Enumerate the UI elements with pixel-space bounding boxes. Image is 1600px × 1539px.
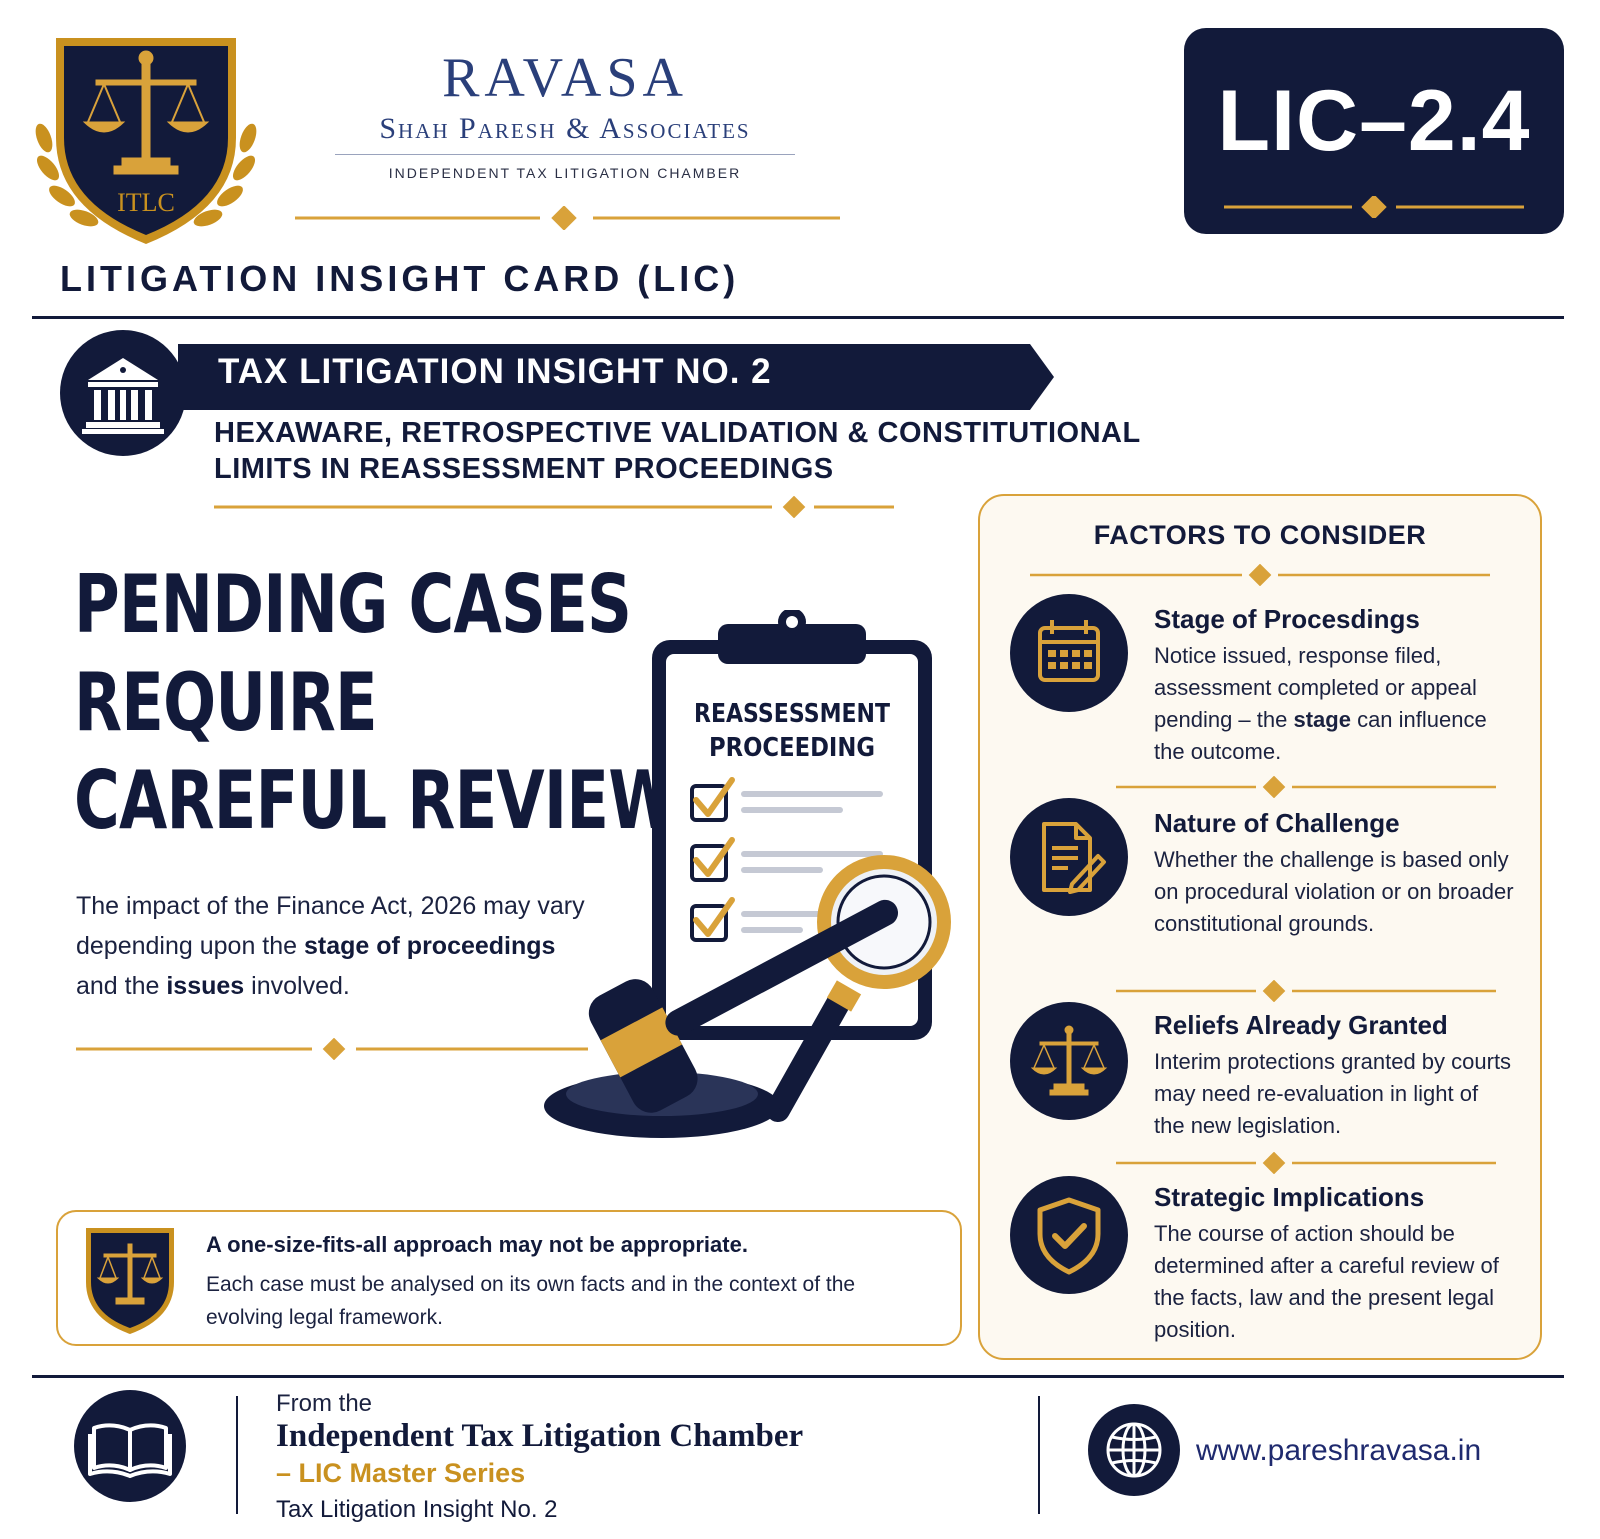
header-rule [32,316,1564,319]
impact-bold-issues: issues [166,972,245,1000]
headline: PENDING CASES REQUIRE CAREFUL REVIEW [74,556,677,850]
gold-diamond-divider [1224,196,1524,218]
brand-block: RAVASA Shah Paresh & Associates INDEPEND… [290,48,840,181]
shield-check-icon [1010,1176,1128,1294]
insight-subtitle: HEXAWARE, RETROSPECTIVE VALIDATION & CON… [214,415,1194,487]
factor-1-desc-bold: stage [1293,707,1351,732]
brand-name: RAVASA [442,47,688,109]
impact-paragraph: The impact of the Finance Act, 2026 may … [76,886,596,1006]
factor-1-desc-end: can influence the outcome. [1154,707,1487,764]
insight-subtitle-line-2: LIMITS IN REASSESSMENT PROCEEDINGS [214,453,834,485]
card-code-badge: LIC–2.4 [1184,28,1564,234]
approach-note: A one-size-fits-all approach may not be … [56,1210,962,1346]
impact-text-2: and the [76,972,167,1000]
document-pen-icon [1010,798,1128,916]
footer-chamber-name: Independent Tax Litigation Chamber [276,1418,804,1454]
factor-3-title: Reliefs Already Granted [1154,1010,1448,1040]
factor-1-desc-text: Notice issued, response filed, assessmen… [1154,643,1477,732]
reassessment-illustration: REASSESSMENT PROCEEDING [540,608,960,1170]
impact-bold-stage: stage of proceedings [304,932,556,960]
impact-text-1: The impact of the Finance Act, 2026 may … [76,892,585,960]
website-link[interactable]: www.pareshravasa.in [1196,1434,1482,1467]
courthouse-icon [60,330,186,456]
brand-firm: Shah Paresh & Associates [379,112,751,145]
crest-text: ITLC [117,188,175,217]
factors-panel: FACTORS TO CONSIDER Stage of Procesdings… [978,494,1542,1360]
clipboard-title-line-2: PROCEEDING [709,733,875,763]
gold-diamond-divider [295,206,840,230]
footer-insight-number: Tax Litigation Insight No. 2 [276,1496,558,1523]
gold-diamond-divider [76,1038,588,1060]
brand-rule [335,154,795,155]
factor-1-title: Stage of Procesdings [1154,604,1420,634]
footer-separator [1038,1396,1040,1514]
headline-line-1: PENDING CASES [74,558,632,651]
factor-4-title: Strategic Implications [1154,1182,1425,1212]
calendar-icon [1010,594,1128,712]
headline-line-3: CAREFUL REVIEW [74,754,677,847]
factor-3-desc: Interim protections granted by courts ma… [1154,1049,1512,1138]
clipboard-title-line-1: REASSESSMENT [694,699,890,729]
gold-diamond-divider [1116,776,1496,798]
insight-banner-text: TAX LITIGATION INSIGHT NO. 2 [218,352,772,391]
card-title: LITIGATION INSIGHT CARD (LIC) [60,258,740,299]
factors-title: FACTORS TO CONSIDER [1093,520,1427,550]
footer-from: From the [276,1390,373,1417]
factor-2-desc: Whether the challenge is based only on p… [1154,847,1514,936]
book-icon [74,1390,186,1502]
scales-shield-icon [80,1222,180,1338]
brand-chamber: INDEPENDENT TAX LITIGATION CHAMBER [388,165,742,181]
factor-4-desc: The course of action should be determine… [1154,1221,1499,1342]
impact-text-3: involved. [244,972,350,1000]
factor-1-desc: Notice issued, response filed, assessmen… [1154,640,1514,768]
globe-icon [1088,1404,1180,1496]
gold-diamond-divider [1030,564,1490,586]
card-code: LIC–2.4 [1217,73,1531,169]
gold-diamond-divider [1116,980,1496,1002]
insight-subtitle-line-1: HEXAWARE, RETROSPECTIVE VALIDATION & CON… [214,417,1141,449]
itlc-crest-logo: ITLC [26,18,266,250]
gold-diamond-divider [1116,1152,1496,1174]
gold-diamond-divider [214,496,894,518]
footer-separator [236,1396,238,1514]
insight-banner [178,344,1054,410]
approach-note-title: A one-size-fits-all approach may not be … [206,1232,748,1257]
scales-icon [1010,1002,1128,1120]
headline-line-2: REQUIRE [74,656,378,749]
approach-note-body: Each case must be analysed on its own fa… [206,1273,856,1329]
footer-series: – LIC Master Series [276,1458,526,1488]
factor-2-title: Nature of Challenge [1154,808,1400,838]
footer-rule [32,1375,1564,1378]
